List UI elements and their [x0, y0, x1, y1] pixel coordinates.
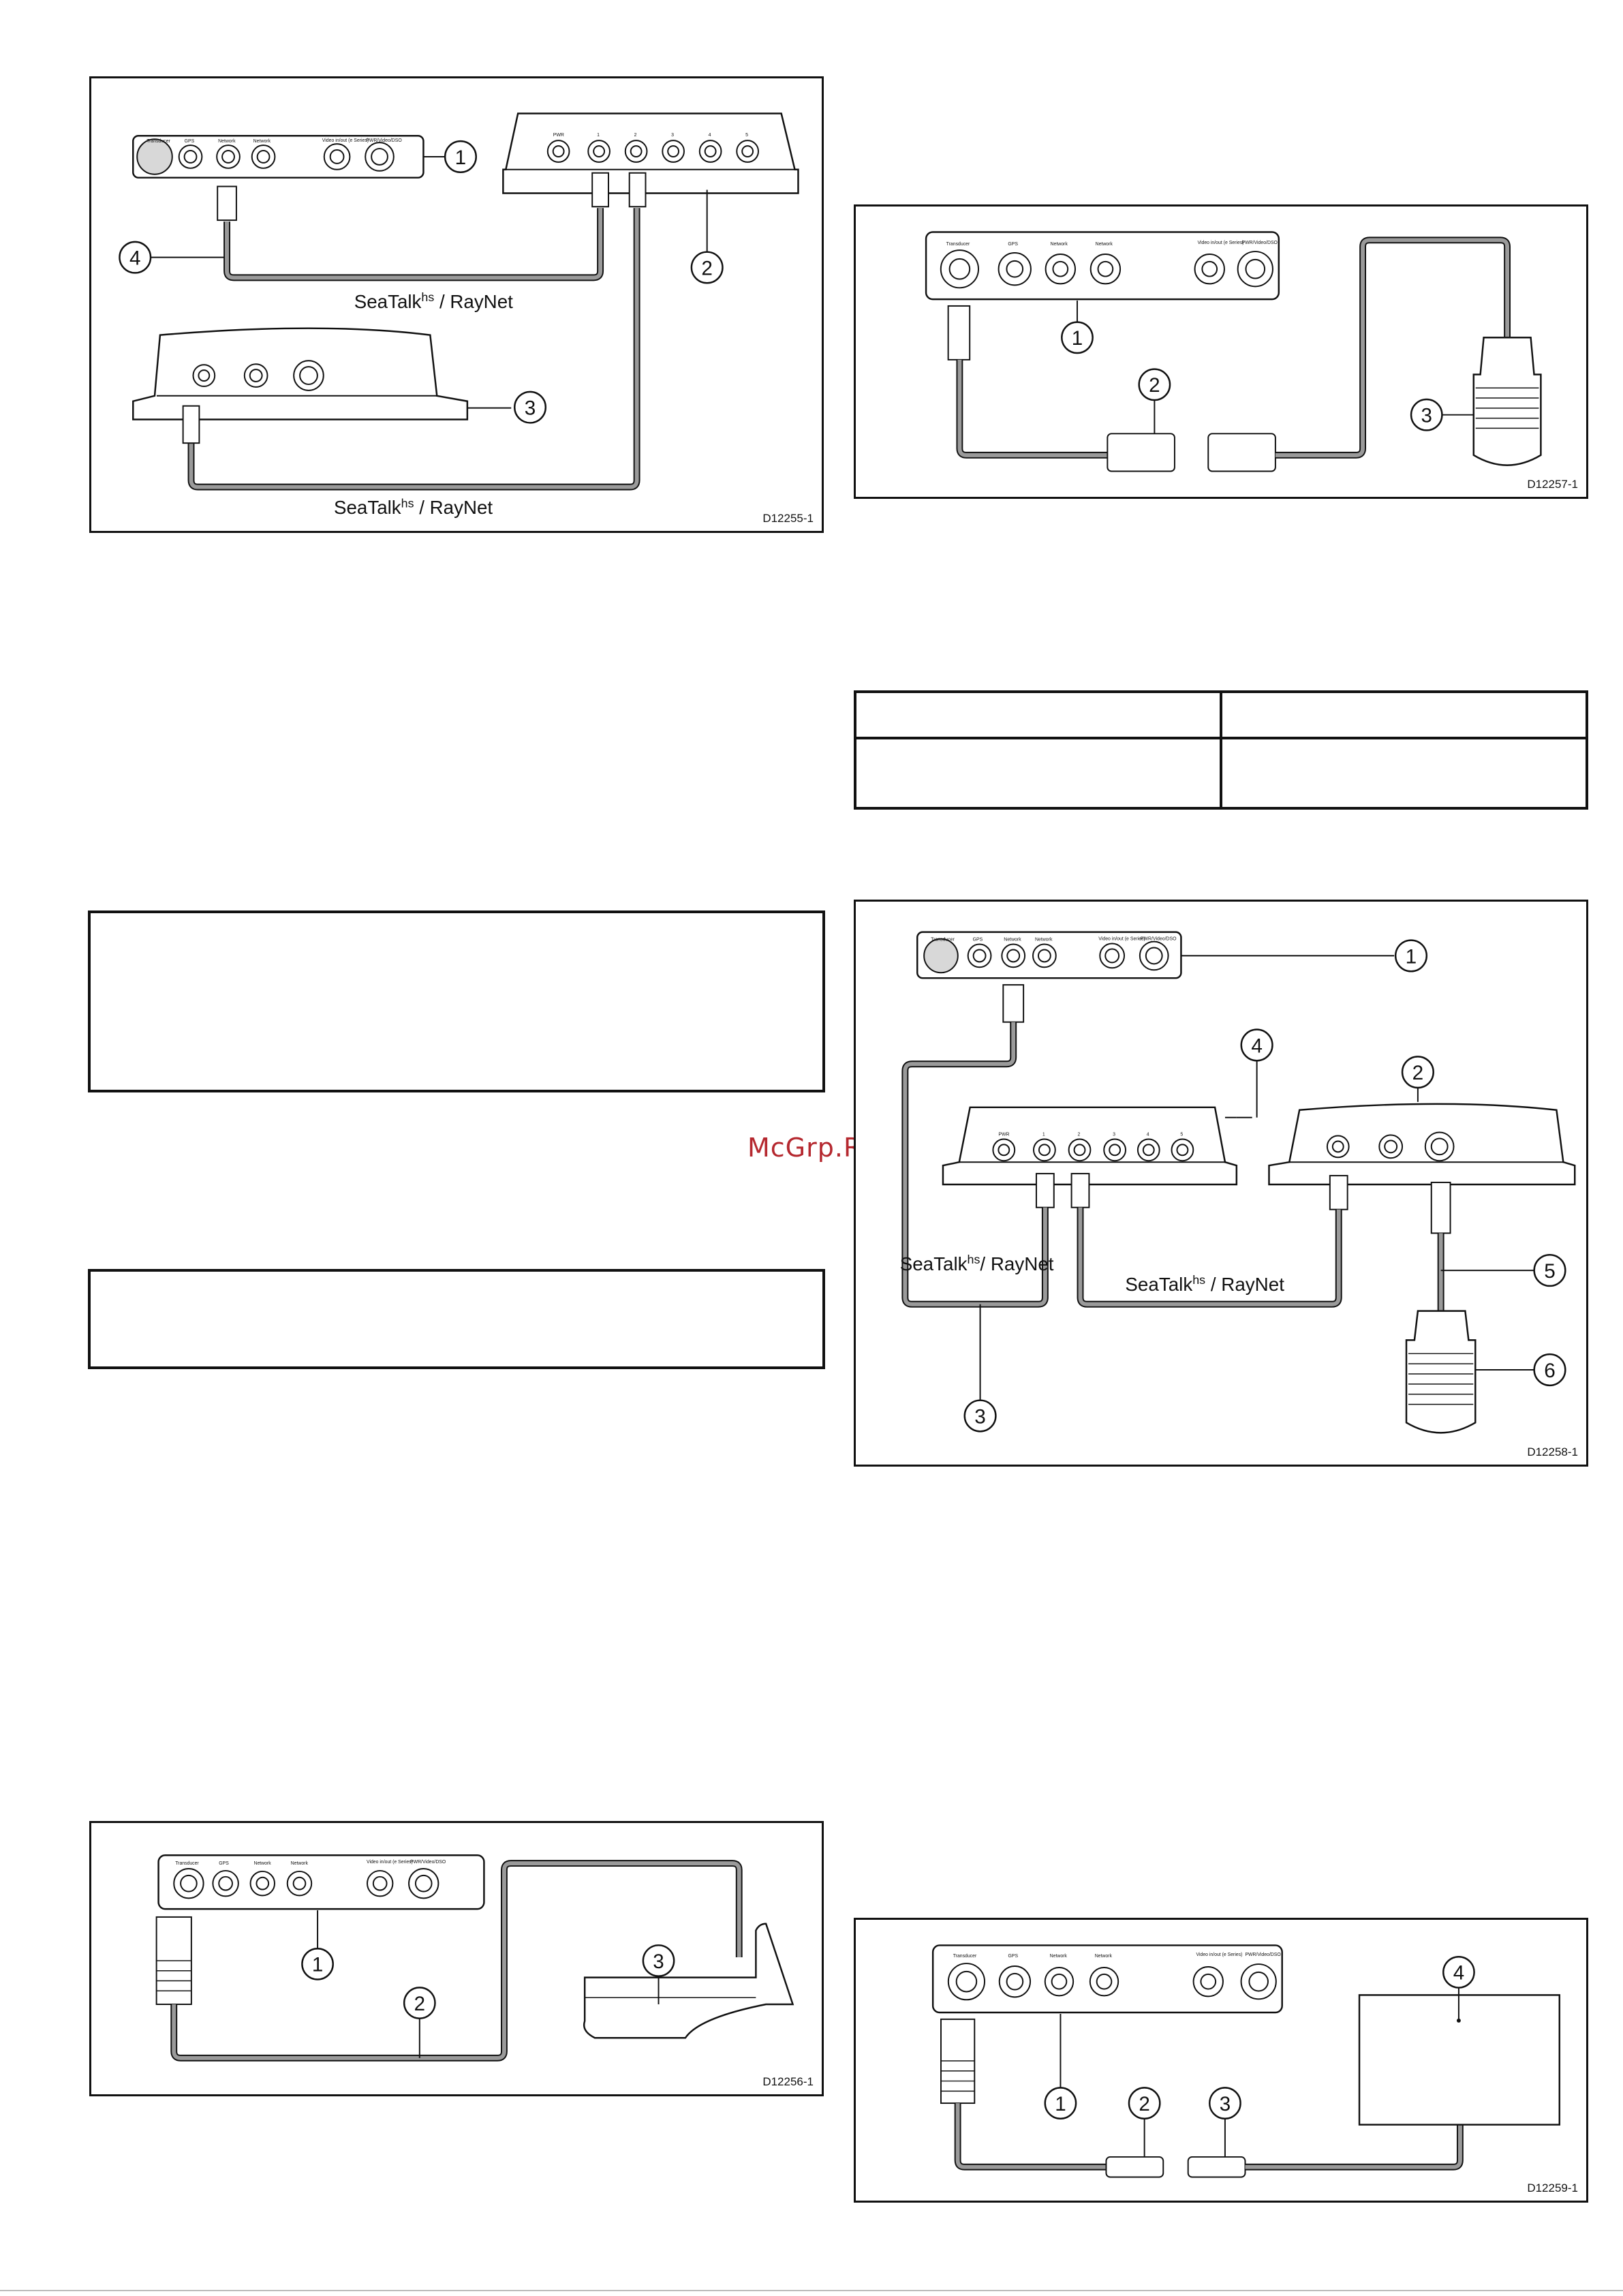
- connector-label: Network: [1035, 938, 1053, 943]
- connector-label: 4: [1147, 1133, 1149, 1137]
- callout-3: [642, 1944, 675, 1977]
- svg-text:5: 5: [1544, 1260, 1556, 1283]
- connector-label: 1: [1042, 1133, 1045, 1137]
- svg-text:2: 2: [1149, 374, 1160, 397]
- svg-text:2: 2: [1139, 2093, 1149, 2115]
- cable-label: SeaTalkhs / RayNet: [1125, 1273, 1284, 1295]
- table-header-cell: [1220, 690, 1588, 739]
- empty-table: [854, 690, 1588, 810]
- connector-label: Transducer: [146, 139, 170, 144]
- connector-label: Network: [1051, 242, 1068, 247]
- svg-text:1: 1: [455, 147, 467, 169]
- figure-d12255: Transducer GPS Network Network Video in/…: [89, 76, 824, 533]
- note-box: [88, 910, 825, 1092]
- cable-label: SeaTalkhs/ RayNet: [900, 1253, 1054, 1274]
- connector-label: 2: [634, 133, 637, 138]
- connector-label: PWR/Video/DSO: [366, 138, 402, 143]
- table-header-cell: [854, 690, 1222, 739]
- connector-label: Transducer: [175, 1861, 199, 1866]
- svg-text:3: 3: [525, 397, 536, 420]
- connector-label: Network: [291, 1861, 309, 1866]
- connector-label: Network: [1095, 1954, 1113, 1959]
- connector-label: GPS: [185, 139, 195, 144]
- svg-text:2: 2: [414, 1993, 425, 2015]
- connector-label: Transducer: [953, 1954, 977, 1959]
- figure-d12258: Transducer GPS Network Network Video in/…: [854, 900, 1588, 1467]
- svg-text:3: 3: [974, 1405, 986, 1428]
- figure-d12257: Transducer GPS Network Network Video in/…: [854, 204, 1588, 499]
- callout-1: [444, 140, 477, 173]
- svg-text:1: 1: [312, 1954, 323, 1976]
- connector-label: 5: [745, 133, 748, 138]
- connector-label: Network: [1050, 1954, 1068, 1959]
- svg-text:4: 4: [1453, 1962, 1464, 1985]
- connector-label: Video in/out (e Series): [1098, 937, 1145, 942]
- page-bottom-rule: [0, 2290, 1623, 2291]
- connector-label: GPS: [219, 1861, 229, 1866]
- svg-text:1: 1: [1072, 327, 1083, 350]
- figure-id: D12258-1: [1527, 1445, 1578, 1458]
- callout-3: [513, 391, 547, 424]
- connector-label: Network: [218, 139, 236, 144]
- svg-text:3: 3: [653, 1950, 664, 1973]
- connector-label: Network: [253, 1861, 271, 1866]
- connector-label: GPS: [1008, 242, 1018, 247]
- svg-text:1: 1: [1055, 2093, 1066, 2115]
- cable-label: SeaTalkhs / RayNet: [334, 496, 493, 518]
- connector-label: 2: [1078, 1133, 1081, 1137]
- figure-id: D12255-1: [762, 512, 814, 525]
- figure-d12255-drawing: Transducer GPS Network Network Video in/…: [119, 112, 799, 518]
- connector-label: GPS: [973, 938, 983, 943]
- connector-label: Video in/out (e Series): [1196, 1953, 1243, 1957]
- svg-text:4: 4: [1251, 1035, 1263, 1057]
- figure-d12257-drawing: Transducer GPS Network Network Video in/…: [925, 231, 1542, 472]
- figure-d12258-drawing: Transducer GPS Network Network Video in/…: [900, 931, 1576, 1434]
- table-cell: [854, 737, 1222, 810]
- connector-label: Network: [253, 139, 271, 144]
- figure-id: D12256-1: [762, 2075, 814, 2088]
- callout-6: [1533, 1353, 1566, 1387]
- connector-label: Transducer: [946, 242, 970, 247]
- cable-label: SeaTalkhs / RayNet: [354, 290, 513, 312]
- svg-text:1: 1: [1406, 945, 1417, 968]
- connector-label: Video in/out (e Series): [322, 138, 369, 143]
- svg-text:4: 4: [129, 247, 141, 270]
- callout-1: [1394, 939, 1428, 973]
- svg-text:6: 6: [1544, 1360, 1556, 1382]
- callout-2: [1401, 1056, 1434, 1089]
- connector-label: Network: [1004, 938, 1021, 943]
- connector-label: PWR: [553, 133, 564, 138]
- table-cell: [1220, 737, 1588, 810]
- connector-label: 3: [671, 133, 674, 138]
- connector-label: 1: [597, 133, 600, 138]
- connector-label: 5: [1180, 1133, 1183, 1137]
- connector-label: Network: [1096, 242, 1113, 247]
- connector-label: 3: [1113, 1133, 1115, 1137]
- svg-text:2: 2: [701, 257, 713, 279]
- connector-label: PWR/Video/DSO: [410, 1860, 446, 1865]
- figure-d12259-drawing: Transducer GPS Network Network Video in/…: [931, 1944, 1560, 2178]
- connector-label: PWR/Video/DSO: [1242, 241, 1278, 245]
- connector-label: Video in/out (e Series): [367, 1860, 413, 1865]
- connector-label: 4: [709, 133, 711, 138]
- svg-text:2: 2: [1412, 1062, 1424, 1084]
- figure-d12256: Transducer GPS Network Network Video in/…: [89, 1821, 824, 2096]
- figure-d12256-drawing: Transducer GPS Network Network Video in/…: [155, 1854, 794, 2062]
- svg-text:3: 3: [1421, 405, 1432, 427]
- figure-d12259: Transducer GPS Network Network Video in/…: [854, 1918, 1588, 2203]
- note-box: [88, 1269, 825, 1369]
- connector-label: GPS: [1008, 1954, 1019, 1959]
- connector-label: Transducer: [931, 938, 955, 943]
- figure-id: D12257-1: [1527, 478, 1578, 491]
- svg-text:3: 3: [1220, 2093, 1231, 2115]
- connector-label: Video in/out (e Series): [1197, 241, 1243, 245]
- connector-label: PWR: [998, 1133, 1009, 1137]
- connector-label: PWR/Video/DSO: [1245, 1953, 1281, 1957]
- connector-label: PWR/Video/DSO: [1141, 937, 1177, 942]
- callout-5: [1533, 1253, 1566, 1287]
- figure-id: D12259-1: [1527, 2182, 1578, 2194]
